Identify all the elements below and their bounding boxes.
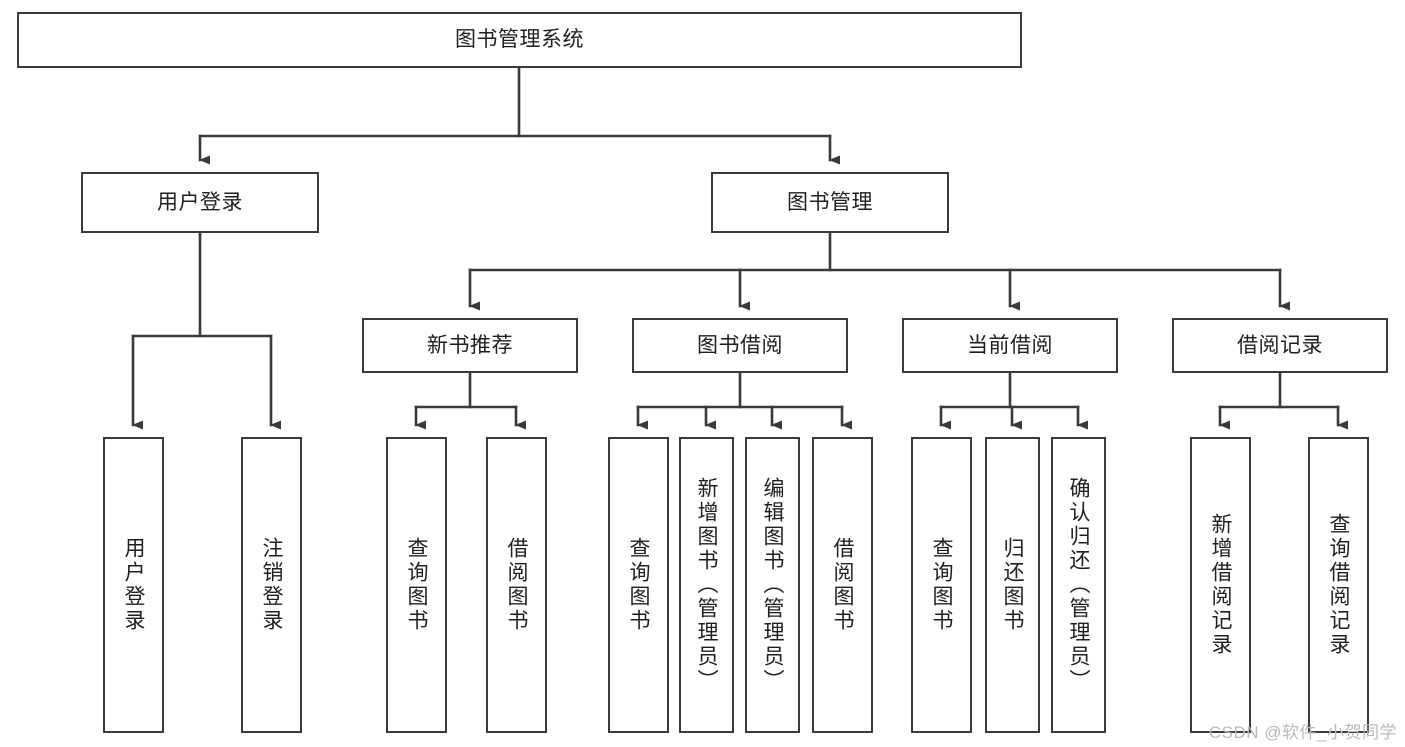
- node-leaf-confirm-return-admin[interactable]: 确认归还（管理员）: [1051, 437, 1106, 733]
- node-label: 查询借阅记录: [1327, 513, 1351, 657]
- node-label: 确认归还（管理员）: [1067, 477, 1091, 693]
- node-label: 新增借阅记录: [1209, 513, 1233, 657]
- node-label: 查询图书: [627, 537, 651, 633]
- node-label: 图书管理系统: [455, 28, 584, 52]
- node-leaf-add-borrow-record[interactable]: 新增借阅记录: [1190, 437, 1251, 733]
- node-label: 当前借阅: [967, 333, 1053, 357]
- node-label: 注销登录: [260, 537, 284, 633]
- node-label: 图书管理: [787, 190, 873, 214]
- node-label: 借阅图书: [505, 537, 529, 633]
- node-label: 图书借阅: [697, 333, 783, 357]
- node-label: 编辑图书（管理员）: [761, 477, 785, 693]
- node-label: 新增图书（管理员）: [695, 477, 719, 693]
- node-leaf-borrow-book-b[interactable]: 借阅图书: [812, 437, 873, 733]
- node-leaf-return-book[interactable]: 归还图书: [985, 437, 1040, 733]
- node-label: 用户登录: [157, 190, 243, 214]
- node-book-manage[interactable]: 图书管理: [711, 172, 949, 233]
- node-label: 查询图书: [405, 537, 429, 633]
- node-label: 用户登录: [122, 537, 146, 633]
- node-label: 查询图书: [930, 537, 954, 633]
- node-leaf-logout[interactable]: 注销登录: [241, 437, 302, 733]
- node-label: 新书推荐: [427, 333, 513, 357]
- node-current-borrow[interactable]: 当前借阅: [902, 318, 1118, 373]
- node-leaf-user-login[interactable]: 用户登录: [103, 437, 164, 733]
- node-leaf-query-borrow-record[interactable]: 查询借阅记录: [1308, 437, 1369, 733]
- node-leaf-edit-book-admin[interactable]: 编辑图书（管理员）: [745, 437, 800, 733]
- node-borrow-record[interactable]: 借阅记录: [1172, 318, 1388, 373]
- node-user-login[interactable]: 用户登录: [81, 172, 319, 233]
- node-label: 归还图书: [1001, 537, 1025, 633]
- node-root-system[interactable]: 图书管理系统: [17, 12, 1022, 68]
- node-label: 借阅图书: [831, 537, 855, 633]
- node-leaf-query-book-a[interactable]: 查询图书: [386, 437, 447, 733]
- node-leaf-query-book-b[interactable]: 查询图书: [608, 437, 669, 733]
- node-book-borrow[interactable]: 图书借阅: [632, 318, 848, 373]
- node-leaf-borrow-book-a[interactable]: 借阅图书: [486, 437, 547, 733]
- node-leaf-add-book-admin[interactable]: 新增图书（管理员）: [679, 437, 734, 733]
- node-label: 借阅记录: [1237, 333, 1323, 357]
- node-new-book-recommendation[interactable]: 新书推荐: [362, 318, 578, 373]
- node-leaf-query-book-c[interactable]: 查询图书: [911, 437, 972, 733]
- watermark-text: CSDN @软件_小贺同学: [1208, 723, 1397, 742]
